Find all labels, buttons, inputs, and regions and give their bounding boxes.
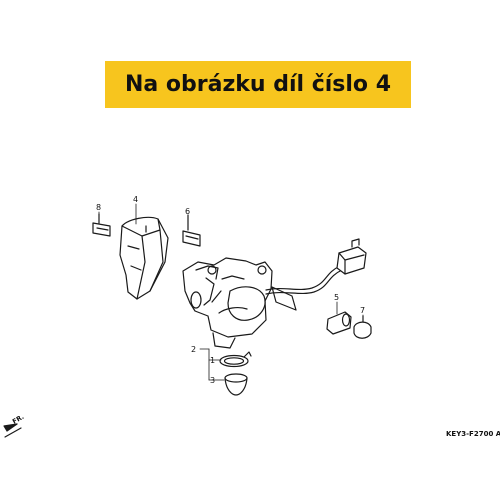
direction-label: FR. xyxy=(11,413,25,426)
callout-3: 3 xyxy=(210,376,215,385)
callout-2: 2 xyxy=(191,345,196,354)
banner-title: Na obrázku díl číslo 4 xyxy=(124,72,392,97)
cover-part-4 xyxy=(119,216,169,300)
bolt-8 xyxy=(92,213,111,237)
cap-3 xyxy=(224,373,248,396)
callout-7: 7 xyxy=(360,306,365,315)
front-arrow-icon xyxy=(3,423,22,438)
callout-8: 8 xyxy=(96,203,101,212)
callout-6: 6 xyxy=(185,207,190,216)
callout-4: 4 xyxy=(133,195,138,204)
bolt-6 xyxy=(182,214,201,247)
screw-7 xyxy=(353,315,372,339)
callout-5: 5 xyxy=(334,293,339,302)
clamp-1 xyxy=(219,351,252,368)
actuator-assembly xyxy=(182,238,367,349)
callout-1: 1 xyxy=(210,356,215,365)
grommet-5 xyxy=(326,311,352,335)
drawing-code: KEY3-F2700 A xyxy=(446,430,500,438)
title-banner: Na obrázku díl číslo 4 xyxy=(105,61,411,108)
